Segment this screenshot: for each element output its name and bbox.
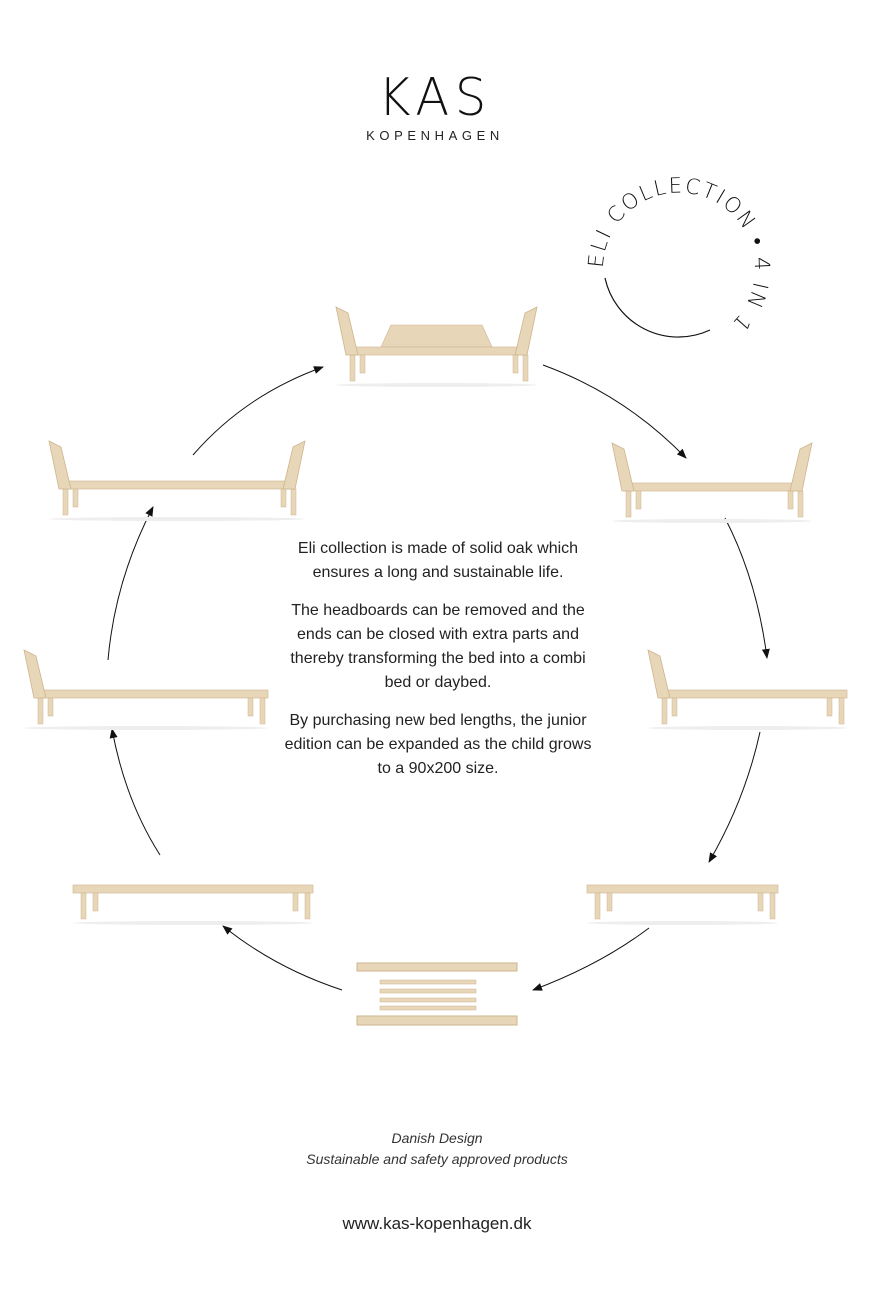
bed-daybed-with-back [335,306,538,387]
logo-subtitle: KOPENHAGEN [366,128,504,143]
logo-wordmark: KAS [378,68,492,128]
bed-two-headboards-left [48,440,306,521]
arrow-2 [724,517,770,659]
arrow-1 [542,364,687,459]
bed-one-headboard-right [647,649,848,730]
description-paragraph: Eli collection is made of solid oak whic… [297,540,579,581]
bed-one-headboard-left [23,649,269,730]
svg-text:ELI COLLECTION • 4 IN 1: ELI COLLECTION • 4 IN 1 [584,173,775,337]
description-paragraph: By purchasing new bed lengths, the junio… [284,712,592,777]
collection-badge: ELI COLLECTION • 4 IN 1 [584,173,775,338]
description: Eli collection is made of solid oak whic… [282,537,594,795]
website-link[interactable]: www.kas-kopenhagen.dk [342,1214,532,1233]
bed-two-headboards-right [611,442,813,523]
bed-plain-left [72,884,314,925]
arrow-5 [222,925,343,991]
arrow-3 [708,731,761,863]
bed-parts-disassembled [356,962,518,1026]
footer-line-1: Danish Design [391,1130,483,1146]
arrow-4 [532,927,650,991]
badge-arc-line [604,277,711,338]
badge-text: ELI COLLECTION • 4 IN 1 [584,173,773,337]
bed-plain-right [586,884,779,925]
kas-kopenhagen-logo: KAS KOPENHAGEN [360,72,510,143]
footer-tagline: Danish Design Sustainable and safety app… [0,1128,874,1170]
arrow-7 [107,506,154,661]
arrow-8 [192,366,324,456]
description-paragraph: The headboards can be removed and the en… [290,602,586,691]
footer-line-2: Sustainable and safety approved products [306,1151,568,1167]
arrow-6 [109,728,161,856]
